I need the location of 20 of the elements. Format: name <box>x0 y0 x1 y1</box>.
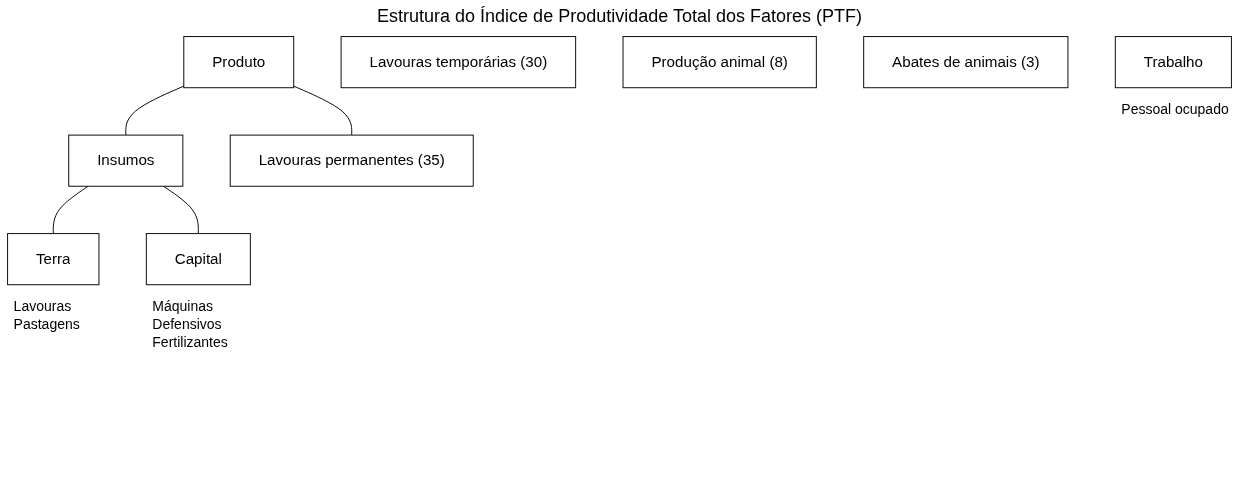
note-text: Pastagens <box>13 314 80 333</box>
diagram-title: Estrutura do Índice de Produtividade Total dos Fatores (PTF) <box>376 6 863 27</box>
connector <box>52 185 89 235</box>
connector <box>163 185 199 235</box>
node-box: Insumos <box>68 134 184 187</box>
node-box: Lavouras temporárias (30) <box>340 36 577 89</box>
node-box: Trabalho <box>1114 36 1232 89</box>
note-text: Lavouras <box>13 296 72 315</box>
note-text: Pessoal ocupado <box>1121 99 1229 118</box>
note-text: Máquinas <box>152 296 213 315</box>
connector <box>125 85 185 136</box>
note-text: Defensivos <box>152 314 222 333</box>
node-box: Capital <box>145 233 251 286</box>
node-box: Lavouras permanentes (35) <box>229 134 474 187</box>
node-box: Abates de animais (3) <box>863 36 1069 89</box>
node-box: Produção animal (8) <box>622 36 817 89</box>
connector <box>293 85 353 136</box>
node-box: Produto <box>183 36 295 89</box>
note-text: Fertilizantes <box>152 332 228 351</box>
node-box: Terra <box>7 233 100 286</box>
